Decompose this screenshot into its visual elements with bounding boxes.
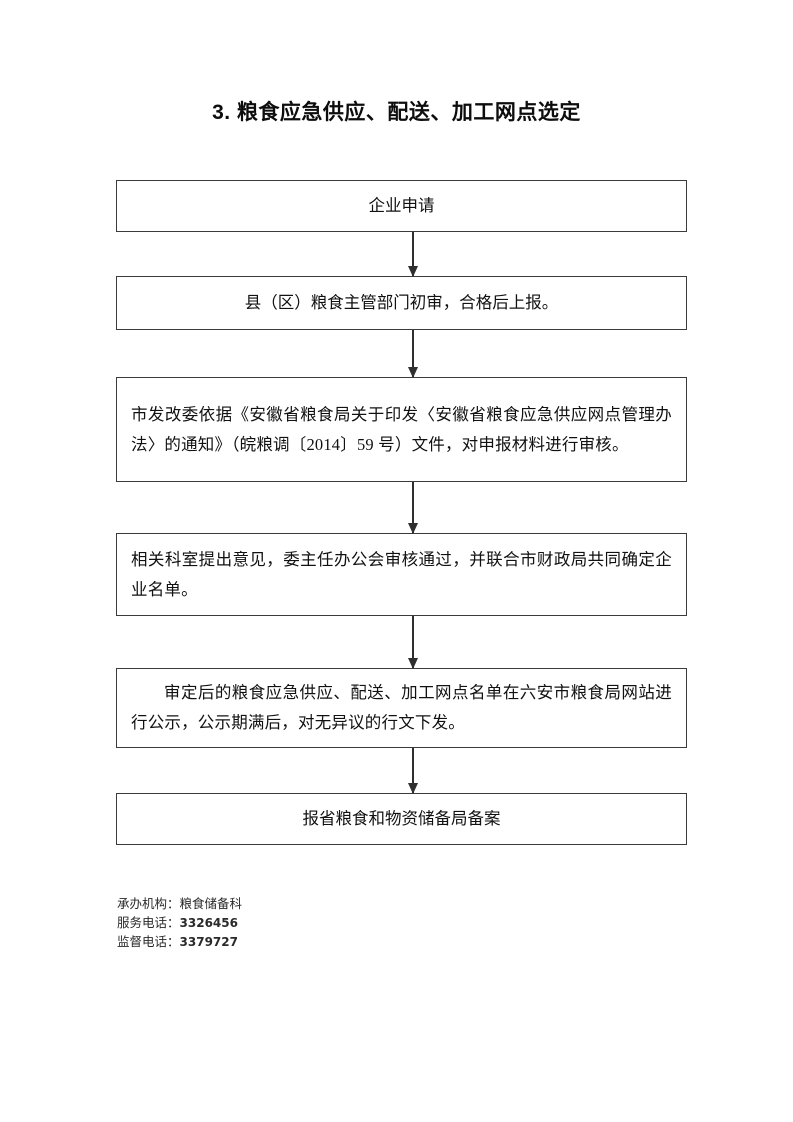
flow-node-6[interactable]: 报省粮食和物资储备局备案 [116,793,687,845]
flow-node-5-label: 审定后的粮食应急供应、配送、加工网点名单在六安市粮食局网站进行公示，公示期满后，… [131,683,672,732]
flow-arrow-2-3 [412,330,414,377]
footer-agency: 承办机构：粮食储备科 [117,897,243,911]
footer-service-label: 服务电话： [117,916,180,930]
footer-supervision-phone-line: 监督电话：3379727 [117,933,242,952]
flow-node-4[interactable]: 相关科室提出意见，委主任办公会审核通过，并联合市财政局共同确定企业名单。 [116,533,687,616]
flow-node-3[interactable]: 市发改委依据《安徽省粮食局关于印发〈安徽省粮食应急供应网点管理办法〉的通知》（皖… [116,377,687,482]
footer-contact-block: 承办机构：粮食储备科 服务电话：3326456 监督电话：3379727 [117,895,242,952]
flow-node-1-label: 企业申请 [368,196,435,215]
footer-service-phone: 3326456 [179,916,238,930]
flow-arrow-3-4 [412,482,414,533]
footer-supervision-phone: 3379727 [179,935,238,949]
flow-node-5[interactable]: 审定后的粮食应急供应、配送、加工网点名单在六安市粮食局网站进行公示，公示期满后，… [116,668,687,748]
flow-node-2[interactable]: 县（区）粮食主管部门初审，合格后上报。 [116,276,687,330]
footer-service-phone-line: 服务电话：3326456 [117,914,242,933]
flow-node-3-label: 市发改委依据《安徽省粮食局关于印发〈安徽省粮食应急供应网点管理办法〉的通知》（皖… [131,404,672,454]
footer-supervision-label: 监督电话： [117,935,180,949]
flow-node-4-label: 相关科室提出意见，委主任办公会审核通过，并联合市财政局共同确定企业名单。 [131,549,672,599]
flow-node-2-label: 县（区）粮食主管部门初审，合格后上报。 [244,293,559,312]
flow-node-1[interactable]: 企业申请 [116,180,687,232]
flow-arrow-4-5 [412,616,414,668]
page-title: 3. 粮食应急供应、配送、加工网点选定 [212,101,581,124]
flow-node-6-label: 报省粮食和物资储备局备案 [302,809,501,828]
flow-arrow-1-2 [412,232,414,276]
flow-arrow-5-6 [412,748,414,793]
